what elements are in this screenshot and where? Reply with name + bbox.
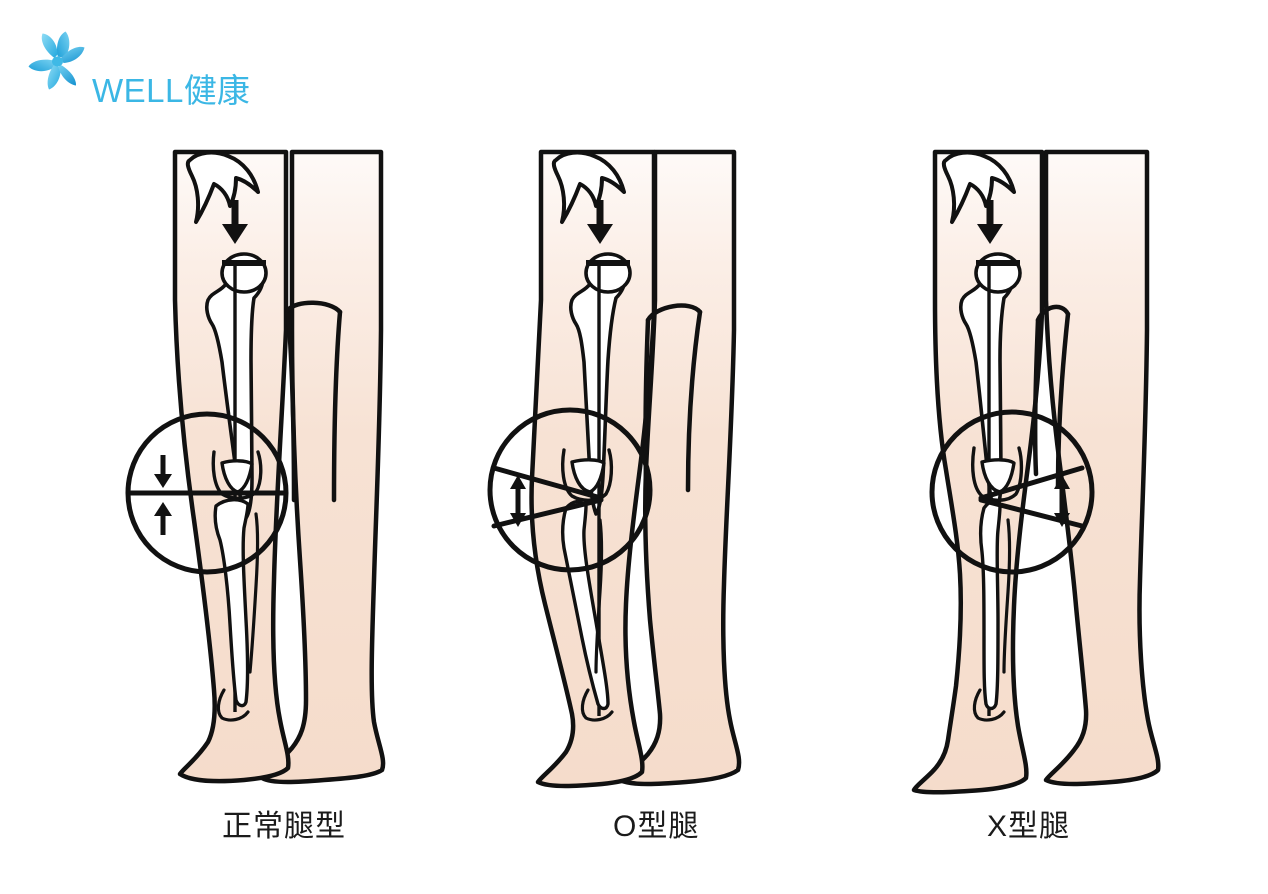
brand-logo: WELL健康 xyxy=(24,28,264,120)
x-patella-bone xyxy=(980,458,1016,494)
lotus-flower-icon xyxy=(28,31,85,90)
figure-normal-leg xyxy=(125,149,386,785)
x-angle-upper-line xyxy=(978,465,1085,501)
normal-tibia-bone xyxy=(213,498,250,708)
caption-x-leg: X型腿 xyxy=(987,810,1071,843)
x-medial-malleolus xyxy=(972,688,1006,722)
o-medial-malleolus xyxy=(580,688,614,722)
x-inner-thigh-contour-right xyxy=(1055,311,1071,489)
caption-o-leg: O型腿 xyxy=(613,810,700,843)
normal-fibula-bone xyxy=(248,512,260,674)
x-double-headed-arrow-icon xyxy=(1054,475,1070,527)
normal-load-down-arrow-icon xyxy=(222,200,248,244)
o-angle-lower-line xyxy=(491,497,604,529)
x-angle-lower-line xyxy=(978,497,1085,529)
normal-right-limb-silhouette xyxy=(259,149,386,785)
x-femoral-head xyxy=(974,252,1022,294)
x-load-down-arrow-icon xyxy=(977,200,1003,244)
o-inner-thigh-contour-right xyxy=(685,309,703,493)
x-right-limb-silhouette xyxy=(1043,149,1161,787)
x-fibula-bone xyxy=(1002,518,1012,674)
figure-x-leg xyxy=(911,149,1161,795)
figure-o-leg xyxy=(487,149,742,789)
x-left-limb-silhouette xyxy=(911,149,1045,795)
normal-inner-thigh-contour xyxy=(285,307,297,503)
o-thigh-gap-tip xyxy=(645,303,703,323)
o-patella-bone xyxy=(570,458,606,494)
x-knee-circle-icon xyxy=(929,409,1095,575)
normal-down-arrow-icon xyxy=(154,455,172,488)
o-double-headed-arrow-icon xyxy=(510,475,526,527)
o-fibula-bone xyxy=(594,518,604,674)
brand-wordmark-latin: WELL xyxy=(92,72,184,109)
normal-patella-bone xyxy=(220,459,254,494)
x-inner-thigh-contour-left xyxy=(1032,317,1041,477)
caption-normal-leg: 正常腿型 xyxy=(222,810,346,843)
normal-inner-thigh-contour-right xyxy=(331,309,343,503)
normal-pelvis-outline xyxy=(185,150,260,224)
o-load-down-arrow-icon xyxy=(587,200,613,244)
normal-femoral-condyles xyxy=(211,450,263,500)
brand-wordmark: WELL健康 xyxy=(92,74,250,107)
brand-wordmark-cjk: 健康 xyxy=(183,72,250,109)
x-thigh-gap-tip xyxy=(1035,304,1071,323)
o-knee-circle-icon xyxy=(487,407,653,573)
x-tibia-bone xyxy=(978,500,1002,711)
x-pelvis-outline xyxy=(941,150,1016,224)
x-femoral-condyles xyxy=(971,446,1024,502)
o-femoral-head xyxy=(584,252,632,294)
o-angle-upper-line xyxy=(491,465,604,501)
o-pelvis-outline xyxy=(551,150,626,224)
o-inner-thigh-contour-left xyxy=(643,317,651,481)
normal-up-arrow-icon xyxy=(154,502,172,535)
normal-medial-malleolus xyxy=(216,688,250,722)
normal-thigh-gap-tip xyxy=(285,300,343,315)
normal-femoral-head xyxy=(220,252,268,294)
